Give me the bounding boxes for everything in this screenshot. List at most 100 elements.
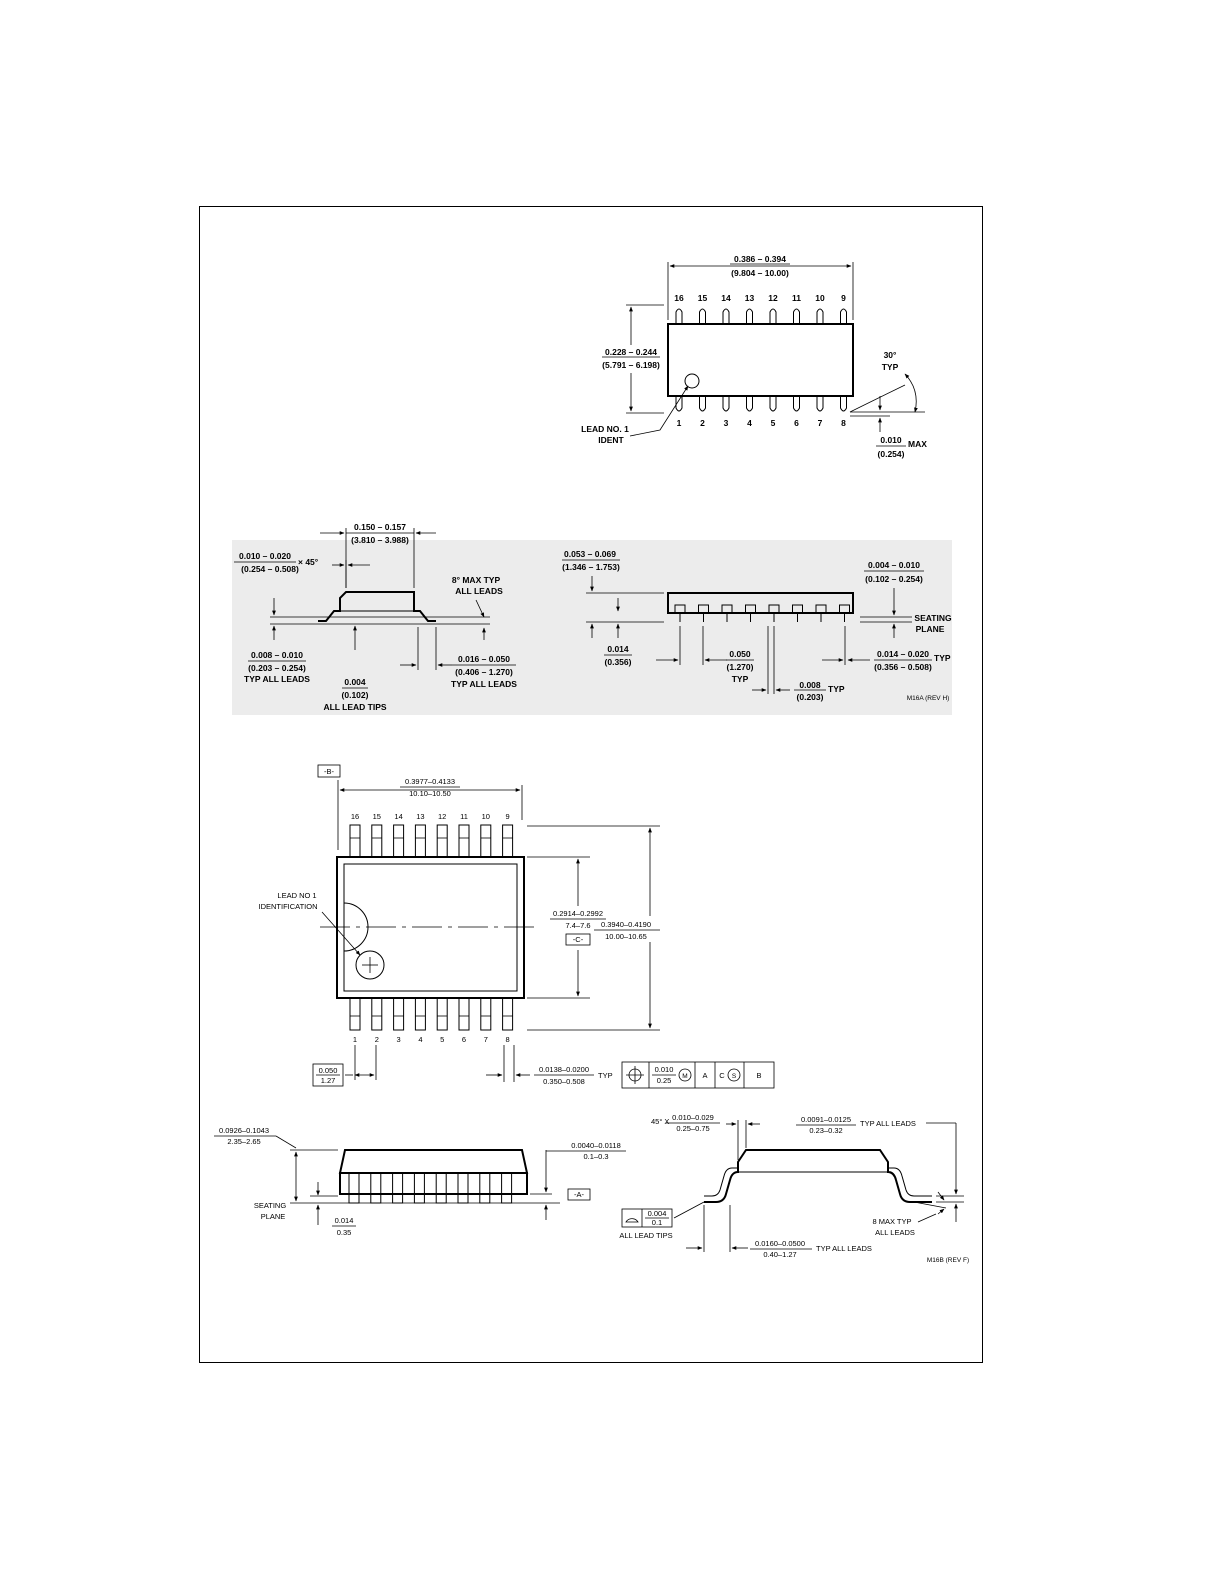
m16a-tips-mm: (0.102) [342,690,369,700]
lead [393,997,405,1031]
m16a-length-mm: (9.804 – 10.00) [731,268,789,278]
m16a-tip-mm: (0.203) [797,692,824,702]
m16b-seating-2: PLANE [261,1212,286,1221]
lead [480,997,492,1031]
m16b-angle-1: 8 MAX TYP [872,1217,911,1226]
m16a-chamfer-in: 0.010 – 0.020 [239,551,291,561]
lead-1-dot-icon [684,373,700,389]
m16b-totalw-mm: 10.00–10.65 [605,932,647,941]
m16a-angle: 30° [884,350,897,360]
lead [371,997,383,1031]
m16b-fcf-tol-in: 0.010 [655,1065,674,1074]
m16a-width-in: 0.228 – 0.244 [605,347,657,357]
lead [746,308,753,324]
m16b-side-view: 45° X 0.010–0.029 0.25–0.75 0.0091–0.012… [619,1113,969,1264]
m16b-edge-in: 0.014 [335,1216,354,1225]
m16b-ident-2: IDENTIFICATION [258,902,317,911]
m16b-datum-c: -C- [573,935,584,944]
m16a-edge-in: 0.014 [607,644,629,654]
m16b-angle-2: ALL LEADS [875,1228,915,1237]
lead [746,396,753,412]
m16b-foot-in: 0.0160–0.0500 [755,1239,805,1248]
m16b-rev: M16B (REV F) [927,1257,969,1264]
m16b-fcf-b: B [756,1071,761,1080]
pin-number: 10 [482,812,490,821]
m16b-body-outer [336,856,525,999]
m16a-foot-note: TYP ALL LEADS [451,679,517,689]
lead [722,308,730,324]
pin-number: 14 [721,293,731,303]
lead [699,308,706,324]
m16a-leadangle-2: ALL LEADS [455,586,503,596]
drawing-frame [199,206,983,1363]
m16b-standoff-in: 0.0040–0.0118 [571,1141,621,1150]
pin-number: 11 [792,293,801,303]
m16b-flat-note: ALL LEAD TIPS [619,1231,672,1240]
lead [480,824,492,858]
m16a-side-shade [232,540,552,715]
m16b-flatness-frame: 0.004 0.1 [621,1208,673,1228]
m16b-fcf-m: M [682,1073,687,1080]
m16b-chamfer-prefix: 45° X [651,1117,669,1126]
m16a-leadthk-mm: (0.203 – 0.254) [248,663,306,673]
m16a-front-leads [674,604,850,622]
m16b-edge-mm: 0.35 [337,1228,352,1237]
lead [457,1172,469,1204]
m16b-front-view: 0.0926–0.1043 2.35–2.65 SEATING PLANE 0.… [214,1126,626,1237]
lead [722,396,730,412]
m16b-foot-mm: 0.40–1.27 [763,1250,796,1259]
m16a-lw-in: 0.014 – 0.020 [877,649,929,659]
m16b-chamfer-in: 0.010–0.029 [672,1113,714,1122]
lead [502,824,514,858]
m16b-totalw-in: 0.3940–0.4190 [601,920,651,929]
pin-number: 5 [440,1035,444,1044]
m16a-side-profile [318,591,436,622]
m16b-front-body [339,1172,528,1195]
m16a-tip-typ: TYP [828,684,845,694]
m16a-width-mm: (5.791 – 6.198) [602,360,660,370]
m16b-fcf-c: C [719,1071,725,1080]
m16a-bodyw-in: 0.150 – 0.157 [354,522,406,532]
pin-number: 15 [698,293,708,303]
lead [479,1172,491,1204]
m16b-fcf-tol-mm: 0.25 [657,1076,672,1085]
pin-number: 10 [815,293,825,303]
m16b-datum-b-box [317,764,341,778]
pin-number: 2 [375,1035,379,1044]
m16a-side-view: 0.150 – 0.157 (3.810 – 3.988) 0.010 – 0.… [232,522,552,715]
m16b-pitch-in: 0.050 [319,1066,338,1075]
m16a-standoff-mm: (0.102 – 0.254) [865,574,923,584]
m16a-tip-in: 0.008 [799,680,821,690]
lead [501,1172,513,1204]
m16b-seating-1: SEATING [254,1201,287,1210]
pin-number: 8 [506,1035,510,1044]
m16b-pitch-box [312,1063,344,1087]
pin-number: 2 [700,418,705,428]
lead-1-dot-icon [355,950,385,980]
pin-number: 14 [394,812,402,821]
lead [349,997,361,1031]
m16a-pitch-mm: (1.270) [727,662,754,672]
m16b-pitch-mm: 1.27 [321,1076,336,1085]
lead [675,396,683,412]
lead [348,1172,360,1204]
m16b-leadthk-in: 0.0091–0.0125 [801,1115,851,1124]
m16b-notch [343,902,369,952]
m16b-front-leads [348,1172,513,1204]
pin-number: 6 [794,418,799,428]
m16a-leadthk-note: TYP ALL LEADS [244,674,310,684]
lead [769,308,777,324]
m16b-datum-b: -B- [324,767,335,776]
m16b-front-body-top [338,1149,529,1174]
lead [793,308,800,324]
pin-number: 11 [460,812,468,821]
m16a-pitch-in: 0.050 [729,649,751,659]
pin-number: 1 [353,1035,357,1044]
lead [436,824,448,858]
m16a-leadthk-in: 0.008 – 0.010 [251,650,303,660]
m16b-foot-note: TYP ALL LEADS [816,1244,872,1253]
m16b-leadthk-note: TYP ALL LEADS [860,1119,916,1128]
m16b-lw-in: 0.0138–0.0200 [539,1065,589,1074]
